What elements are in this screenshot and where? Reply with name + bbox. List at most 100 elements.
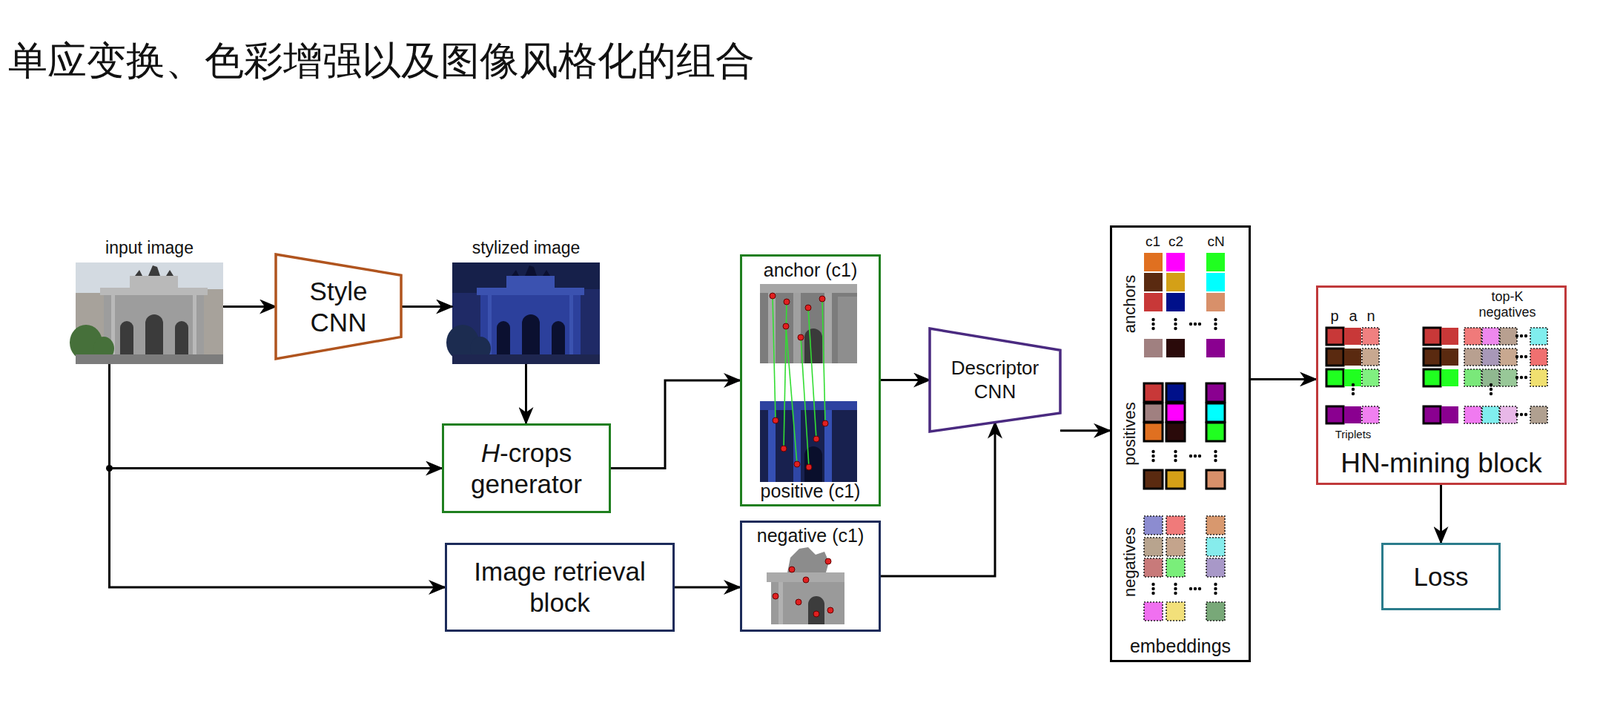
embedding-tile [1166, 403, 1185, 422]
ellipsis-dot [1489, 387, 1493, 391]
column-header: a [1348, 307, 1357, 325]
embedding-tile [1362, 348, 1380, 366]
embedding-tile [1326, 406, 1344, 424]
ellipsis-dot [1151, 591, 1155, 595]
embedding-tile [1530, 327, 1548, 345]
node-label: positive (c1) [760, 479, 861, 502]
caption-label: Triplets [1335, 427, 1372, 441]
embedding-tile [1144, 537, 1163, 557]
ellipsis-dot [1213, 318, 1217, 322]
descriptor-cnn: Descriptor CNN [929, 328, 1061, 432]
embedding-tile [1482, 327, 1500, 345]
embedding-tile [1144, 558, 1163, 577]
flow-arrow [109, 364, 443, 469]
image-node: stylized image [452, 262, 600, 365]
embedding-tile [1206, 272, 1225, 292]
ellipsis-dot [1193, 587, 1197, 591]
negative-photo [748, 544, 845, 625]
node-label: Image retrieval block [462, 556, 657, 619]
embedding-tile [1326, 369, 1344, 387]
embedding-tile [1166, 272, 1185, 292]
embedding-tiles [1144, 252, 1548, 621]
ellipsis-dot [1198, 322, 1202, 326]
embedding-tile [1166, 516, 1185, 535]
ellipsis-dot [1515, 375, 1519, 379]
embedding-tile [1530, 406, 1548, 424]
flow-arrow [880, 378, 930, 382]
embedding-tile [1206, 537, 1225, 557]
embedding-tile [1441, 369, 1459, 387]
embedding-tile [1423, 348, 1441, 366]
embedding-tile [1344, 406, 1362, 424]
ellipsis-dot [1351, 387, 1355, 391]
ellipsis-dot [1173, 587, 1177, 591]
ellipsis-dot [1173, 326, 1177, 330]
flow-arrow [109, 364, 446, 588]
process-box: H-crops generator [441, 423, 611, 514]
embedding-tile [1144, 403, 1163, 422]
embedding-tile [1206, 422, 1225, 442]
embedding-tile [1166, 602, 1185, 621]
ellipsis-dot [1351, 383, 1355, 387]
group-label: negatives [1120, 527, 1139, 597]
embedding-tile [1206, 558, 1225, 577]
embedding-tile [1441, 327, 1459, 345]
embedding-tile [1441, 406, 1459, 424]
match-lines [772, 295, 826, 468]
column-header: cN [1207, 233, 1225, 250]
ellipsis-dot [1189, 322, 1193, 326]
ellipsis-dot [1193, 322, 1197, 326]
ellipsis-dot [1151, 322, 1155, 326]
loss-box: Loss [1381, 542, 1501, 611]
ellipsis-dot [1524, 375, 1528, 379]
embedding-tile [1144, 383, 1163, 402]
ellipsis-dot [1173, 458, 1177, 462]
embedding-tile [1166, 470, 1185, 489]
node-label: Descriptor CNN [943, 356, 1047, 403]
ellipsis-dot [1213, 587, 1217, 591]
embedding-tile [1423, 406, 1441, 424]
embedding-tile [1144, 516, 1163, 535]
embedding-tile [1362, 327, 1380, 345]
column-header: p [1330, 307, 1339, 325]
embedding-tile [1144, 272, 1163, 292]
embedding-tile [1166, 383, 1185, 402]
column-header: c2 [1168, 233, 1184, 250]
embedding-tile [1144, 422, 1163, 442]
embedding-tile [1344, 369, 1362, 387]
embedding-tile [1499, 369, 1517, 387]
embedding-tile [1206, 338, 1225, 358]
flow-arrow [880, 422, 995, 577]
ellipsis-dot [1213, 450, 1217, 454]
ellipsis-dot [1524, 412, 1528, 416]
ellipsis-dot [1519, 355, 1523, 359]
embedding-tile [1423, 327, 1441, 345]
embedding-tile [1206, 252, 1225, 272]
embedding-tile [1499, 327, 1517, 345]
input-photo [69, 262, 224, 365]
ellipsis-dot [1173, 322, 1177, 326]
ellipsis-dot [1198, 454, 1202, 458]
embedding-tile [1166, 422, 1185, 442]
ellipsis-dot [1151, 587, 1155, 591]
ellipsis-dot [1173, 582, 1177, 586]
ellipsis-dot [1213, 458, 1217, 462]
node-label: embeddings [1129, 634, 1231, 657]
trapezoid-outline [275, 254, 402, 359]
ellipsis-dot [1151, 454, 1155, 458]
group-label: anchors [1120, 275, 1139, 333]
keypoints [772, 558, 834, 617]
node-label: HN-mining block [1340, 447, 1542, 480]
embedding-tile [1206, 516, 1225, 535]
embedding-tile [1144, 602, 1163, 621]
stylized-photo [446, 262, 600, 365]
ellipsis-dot [1189, 587, 1193, 591]
ellipsis-dot [1351, 392, 1355, 396]
flow-arrow [401, 305, 453, 308]
trapezoid-outline [275, 254, 402, 359]
image-caption: input image [105, 237, 194, 259]
embedding-tile [1464, 348, 1482, 366]
embedding-tile [1166, 338, 1185, 358]
